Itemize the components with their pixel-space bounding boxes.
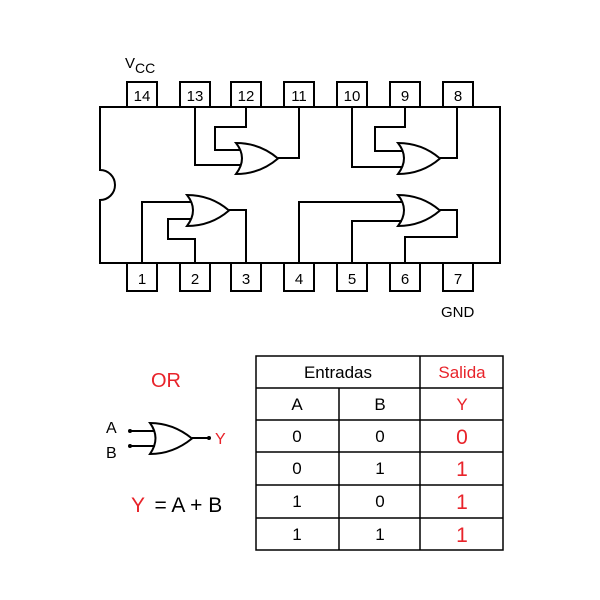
gnd-label: GND <box>441 304 475 321</box>
output-dot <box>207 436 211 440</box>
truth-table: Entradas Salida A B Y 0 0 0 0 1 1 1 0 1 … <box>255 355 504 551</box>
pin-7 <box>442 262 474 292</box>
header-output: Salida <box>438 363 486 382</box>
cell-a: 1 <box>292 492 301 511</box>
pin-label: 10 <box>344 88 361 105</box>
or-legend: OR A B Y Y = A + B <box>106 370 226 517</box>
table-row: 1 0 1 <box>292 491 468 514</box>
pin-label: 1 <box>138 271 146 288</box>
input-b-dot <box>128 444 132 448</box>
equation-rest: = A + B <box>154 494 222 517</box>
or-gate-1-symbol <box>184 193 231 228</box>
pin-label: 6 <box>401 271 409 288</box>
table-row: 1 1 1 <box>292 524 468 547</box>
truth-table-grid <box>255 355 504 551</box>
pin-label: 9 <box>401 88 409 105</box>
pin-label: 3 <box>242 271 250 288</box>
cell-b: 1 <box>375 525 384 544</box>
pin-label: 14 <box>134 88 151 105</box>
column-b: B <box>374 395 385 414</box>
column-a: A <box>291 395 303 414</box>
or-title: OR <box>151 370 181 392</box>
cell-a: 0 <box>292 427 301 446</box>
or-gate-3-symbol <box>233 141 280 176</box>
cell-y: 1 <box>456 491 468 514</box>
gate-input-b-label: B <box>106 445 117 462</box>
vcc-label: VCC <box>125 55 155 76</box>
gate-input-a-label: A <box>106 420 117 437</box>
pin-label: 11 <box>291 88 307 105</box>
cell-b: 0 <box>375 492 384 511</box>
pin-label: 12 <box>238 88 255 105</box>
table-row: 0 1 1 <box>292 458 468 481</box>
column-y: Y <box>456 395 467 414</box>
ic-wiring <box>141 107 458 263</box>
cell-y: 0 <box>456 426 468 449</box>
ic-body <box>99 106 501 264</box>
ic-labels: VCC GND 14 13 12 11 10 9 8 1 2 3 4 5 6 7 <box>125 55 475 321</box>
pin-14 <box>126 81 158 108</box>
input-a-dot <box>128 429 132 433</box>
pin-label: 13 <box>187 88 204 105</box>
gate-output-label: Y <box>215 431 226 448</box>
cell-b: 1 <box>375 459 384 478</box>
pin-label: 4 <box>295 271 303 288</box>
or-gate-2-symbol <box>395 193 442 228</box>
ic-package <box>99 81 501 292</box>
or-gate-symbol <box>131 421 208 456</box>
pin-label: 5 <box>348 271 356 288</box>
cell-a: 0 <box>292 459 301 478</box>
header-inputs: Entradas <box>304 363 372 382</box>
vcc-subscript: CC <box>135 60 155 76</box>
cell-b: 0 <box>375 427 384 446</box>
pin-label: 8 <box>454 88 462 105</box>
cell-y: 1 <box>456 524 468 547</box>
cell-y: 1 <box>456 458 468 481</box>
pin-label: 7 <box>454 271 462 288</box>
table-row: 0 0 0 <box>292 426 468 449</box>
cell-a: 1 <box>292 525 301 544</box>
equation-output: Y <box>131 494 145 517</box>
or-gate-4-symbol <box>395 141 442 176</box>
pin-label: 2 <box>191 271 199 288</box>
boolean-equation: Y = A + B <box>131 494 222 517</box>
